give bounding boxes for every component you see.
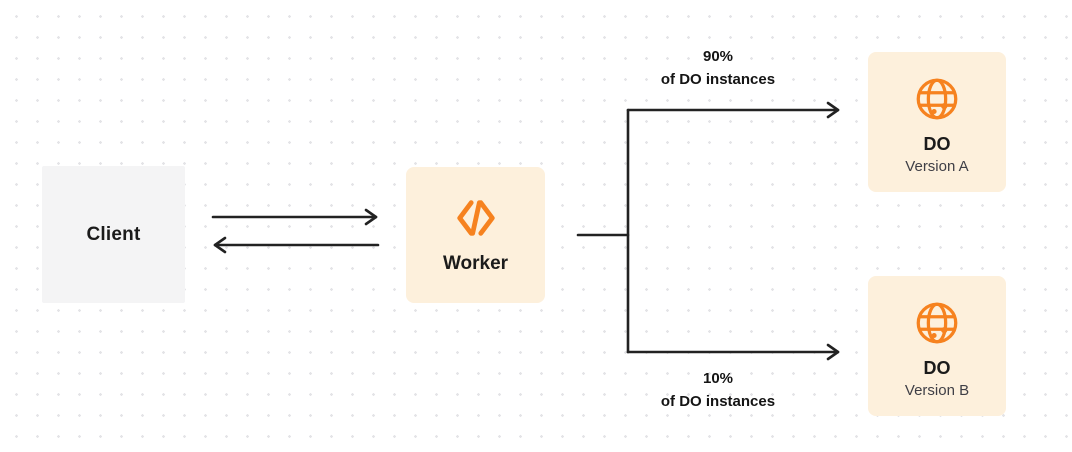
worker-node: Worker — [406, 167, 545, 303]
traffic-bottom-percent: 10% — [702, 370, 734, 387]
traffic-bottom-caption: of DO instances — [660, 392, 776, 410]
do-version-b-node: DO Version B — [868, 276, 1006, 416]
traffic-annotation-bottom: 10% of DO instances — [608, 368, 828, 413]
do-b-title: DO — [923, 357, 951, 378]
do-version-a-node: DO Version A — [868, 52, 1006, 192]
globe-icon — [912, 74, 962, 124]
client-node: Client — [42, 166, 185, 303]
do-b-subtitle: Version B — [904, 381, 970, 399]
globe-icon — [912, 298, 962, 348]
worker-label: Worker — [442, 253, 509, 274]
traffic-top-caption: of DO instances — [660, 70, 776, 88]
workers-brackets-icon — [453, 195, 499, 241]
traffic-top-percent: 90% — [702, 48, 734, 65]
client-label: Client — [86, 223, 141, 245]
do-a-title: DO — [923, 133, 951, 154]
traffic-annotation-top: 90% of DO instances — [608, 46, 828, 91]
do-a-subtitle: Version A — [905, 157, 969, 175]
